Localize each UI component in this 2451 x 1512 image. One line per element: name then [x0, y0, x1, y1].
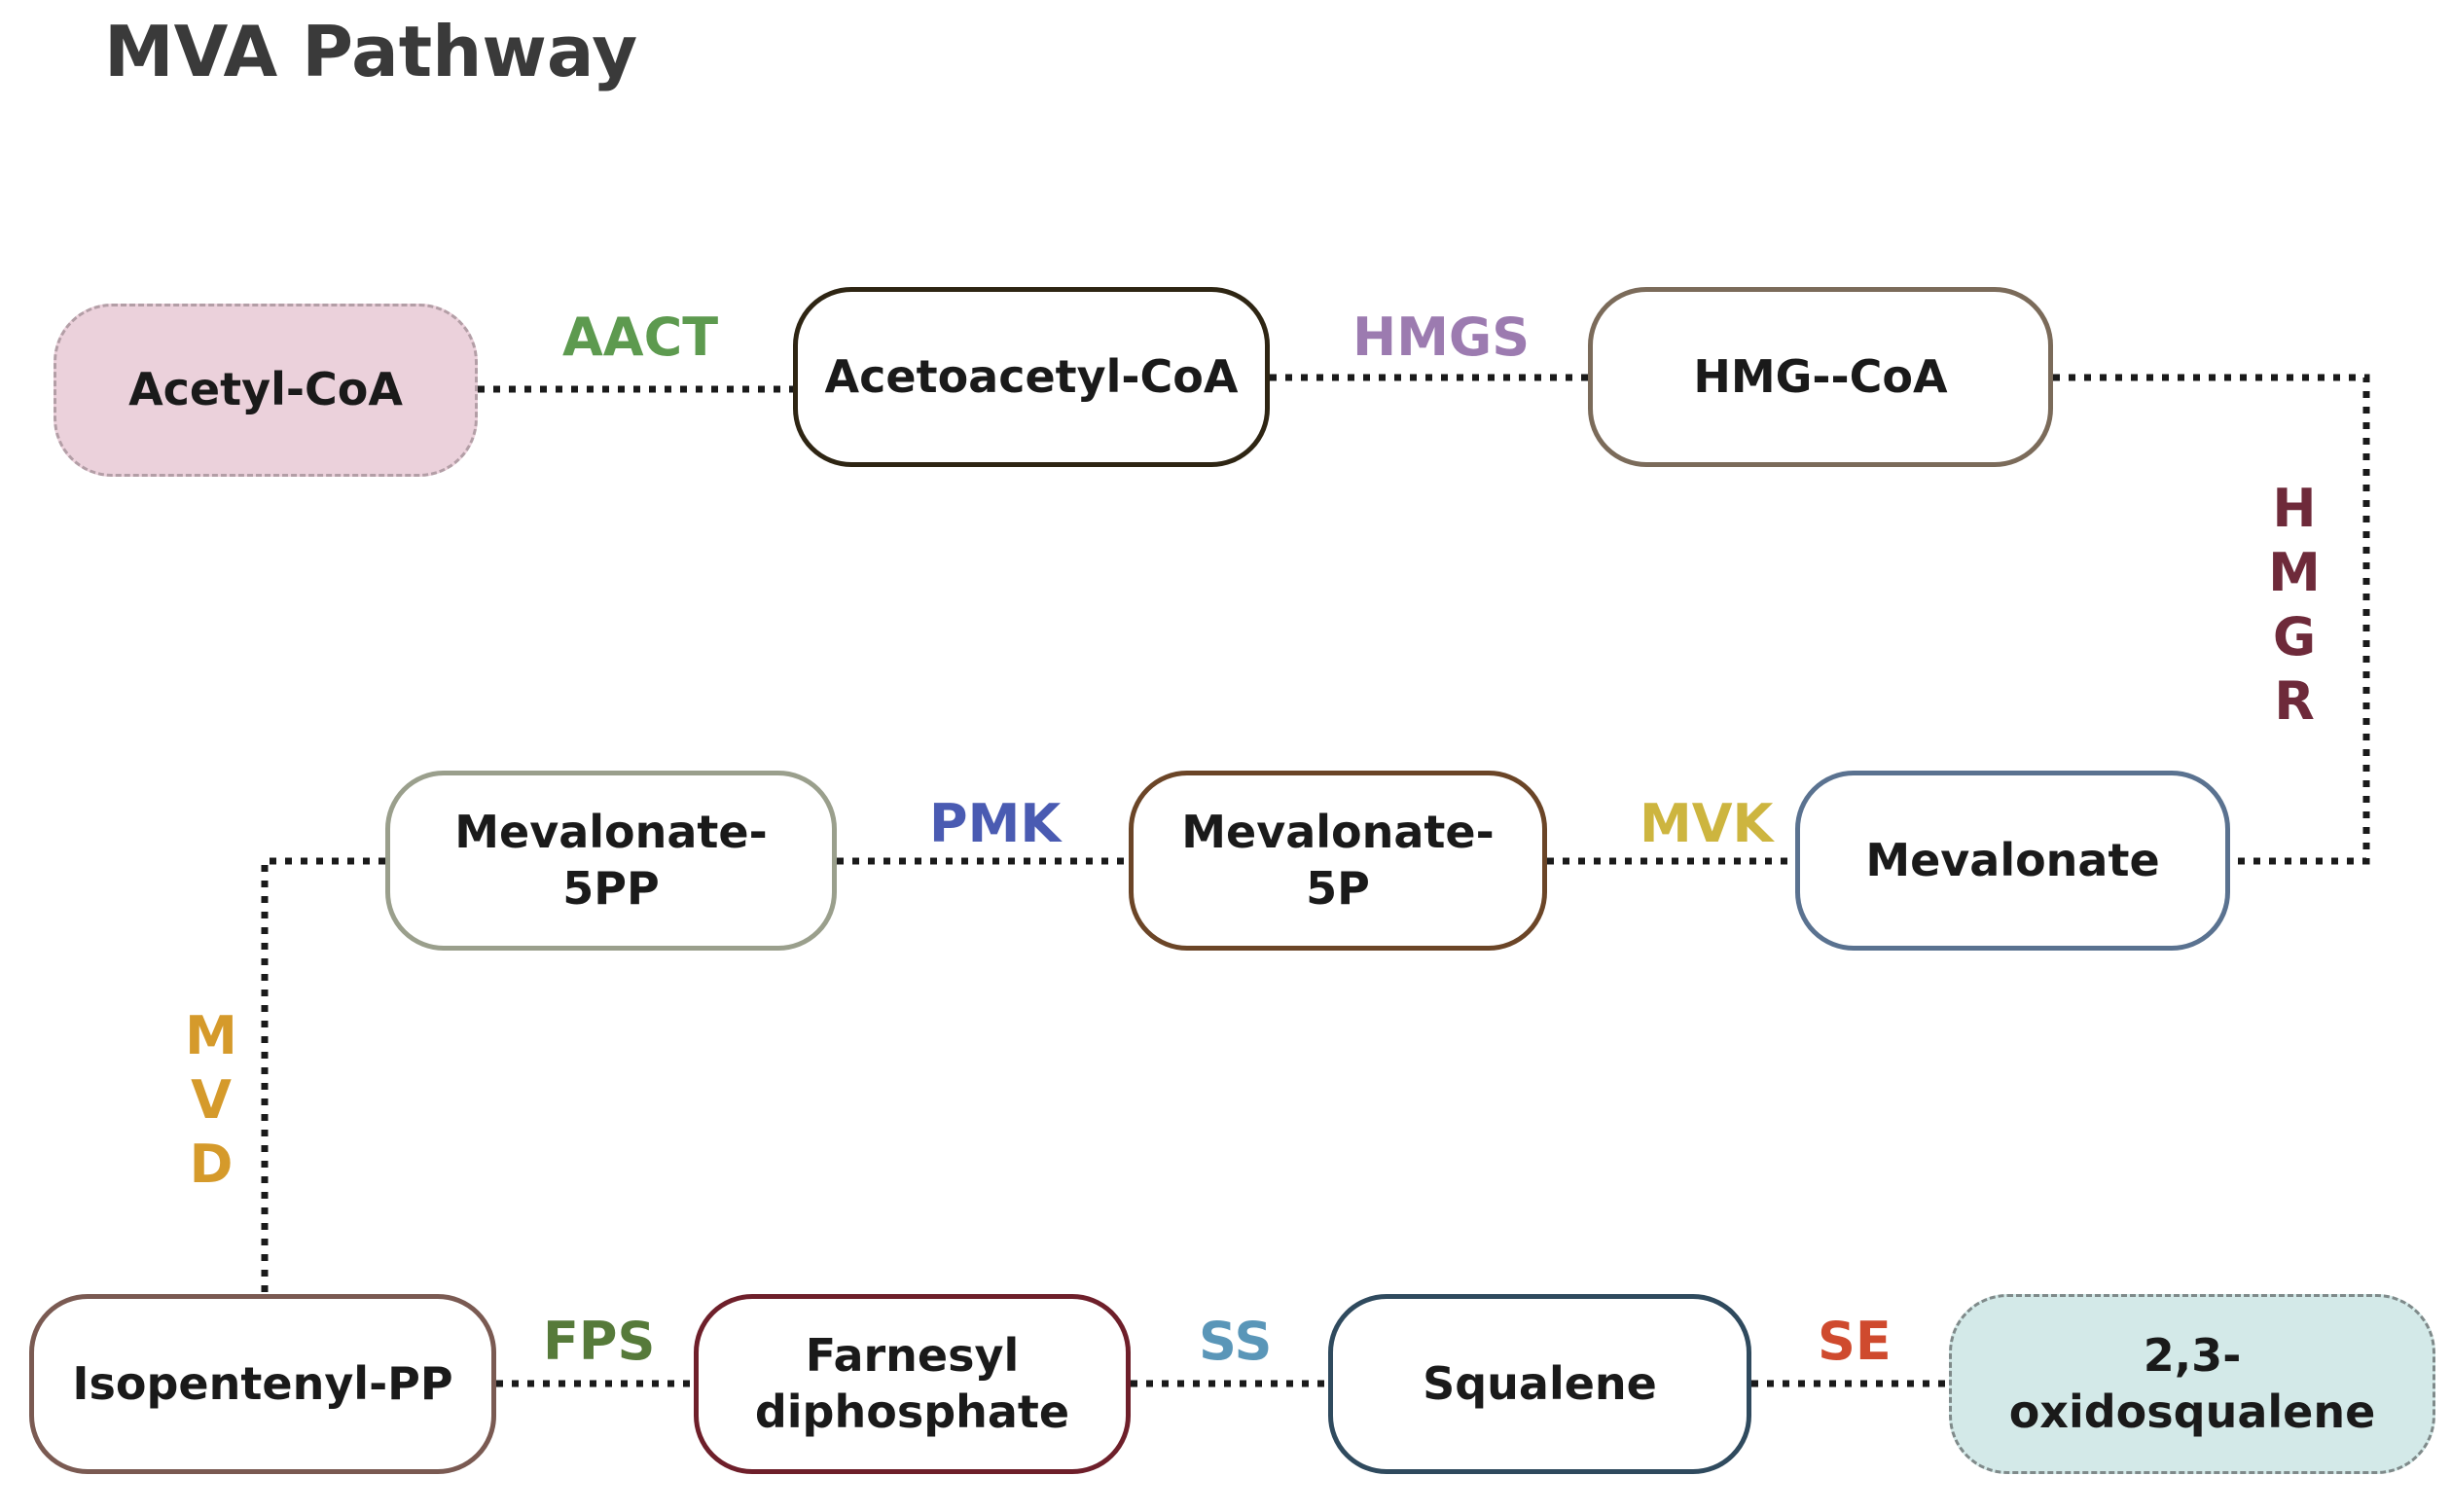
- node-acetyl-coa: Acetyl-CoA: [54, 304, 478, 477]
- node-label-line: Acetoacetyl-CoA: [824, 349, 1239, 403]
- node-hmg-coa: HMG--CoA: [1588, 287, 2053, 467]
- node-mevalonate: Mevalonate: [1795, 771, 2230, 951]
- node-label-line: 5P: [1306, 861, 1370, 915]
- node-label-line: Mevalonate-: [1181, 806, 1495, 858]
- node-label-line: 5PP: [562, 861, 660, 915]
- node-label-line: Isopentenyl-PP: [72, 1356, 453, 1410]
- enzyme-label-hmgr: HMGR: [2268, 478, 2321, 732]
- node-label-line: diphosphate: [754, 1385, 1070, 1438]
- node-label-line: Acetyl-CoA: [128, 363, 403, 416]
- page-title: MVA Pathway: [104, 11, 638, 92]
- node-mevalonate-5pp: Mevalonate- 5PP: [385, 771, 837, 951]
- node-acetoacetyl-coa: Acetoacetyl-CoA: [793, 287, 1270, 467]
- enzyme-label-aact: AACT: [562, 306, 719, 368]
- node-label-line: Mevalonate: [1865, 833, 2160, 886]
- enzyme-label-se: SE: [1818, 1311, 1892, 1372]
- node-label-line: HMG--CoA: [1693, 349, 1948, 403]
- enzyme-label-hmgs: HMGS: [1352, 306, 1531, 368]
- node-mevalonate-5p: Mevalonate- 5P: [1129, 771, 1547, 951]
- enzyme-label-ss: SS: [1199, 1311, 1273, 1372]
- node-label-line: Mevalonate-: [454, 806, 768, 858]
- node-isopentenyl-pp: Isopentenyl-PP: [29, 1294, 496, 1474]
- connector-hmgr: [2053, 374, 2370, 865]
- node-label-line: Squalene: [1423, 1356, 1657, 1410]
- enzyme-label-mvk: MVK: [1640, 793, 1774, 854]
- enzyme-label-pmk: PMK: [929, 793, 1062, 854]
- enzyme-label-fps: FPS: [543, 1311, 656, 1372]
- node-label-line: oxidosqualene: [2008, 1385, 2376, 1438]
- node-farnesyl-diphosphate: Farnesyl diphosphate: [694, 1294, 1131, 1474]
- node-oxidosqualene: 2,3- oxidosqualene: [1949, 1294, 2435, 1474]
- enzyme-label-mvd: MVD: [185, 1005, 237, 1195]
- connector-mvd: [261, 857, 385, 1294]
- node-label-line: Farnesyl: [805, 1329, 1020, 1382]
- node-squalene: Squalene: [1328, 1294, 1751, 1474]
- node-label-line: 2,3-: [2143, 1329, 2242, 1382]
